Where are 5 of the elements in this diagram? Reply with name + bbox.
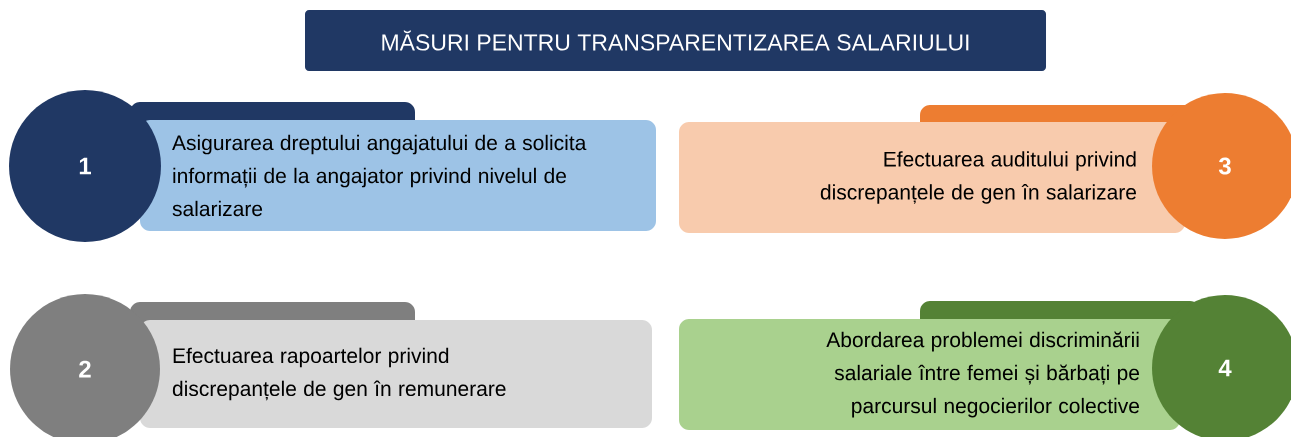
- title-banner: MĂSURI PENTRU TRANSPARENTIZAREA SALARIULUI: [305, 10, 1046, 71]
- text-box: Asigurarea dreptului angajatului de a solicita informații de la angajator privind nivelul de salarizare: [130, 102, 656, 231]
- text-box: Efectuarea auditului privind discrepanțele de gen în salarizare: [679, 105, 1200, 233]
- text-box: Efectuarea rapoartelor privind discrepanțele de gen în remunerare: [130, 302, 652, 428]
- text-box: Abordarea problemei discriminării salariale între femei și bărbați pe parcursul negocierilor colective: [679, 301, 1200, 430]
